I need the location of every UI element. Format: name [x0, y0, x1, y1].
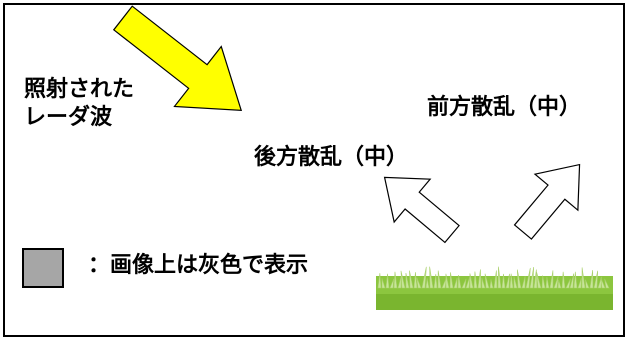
grass-blade — [416, 277, 422, 289]
grass-blade — [473, 271, 478, 289]
grass-blade — [453, 277, 458, 289]
grass-blade — [484, 273, 490, 289]
grass-blade — [481, 278, 486, 289]
grass-blade — [409, 270, 414, 289]
grass-blade — [569, 273, 575, 289]
grass-blade — [505, 273, 510, 289]
grass-blade — [521, 276, 526, 289]
grass-blade — [533, 269, 538, 289]
incident-arrow — [112, 5, 243, 111]
legend-label: ：画像上は灰色で表示 — [88, 253, 309, 278]
backscatter-label: 後方散乱（中） — [254, 145, 409, 170]
grass-blade — [437, 270, 442, 289]
grass-blade — [593, 270, 599, 289]
grass-blade — [497, 266, 502, 289]
grass-blade — [377, 273, 382, 289]
grass-blade — [389, 278, 395, 289]
grass-blade — [536, 272, 542, 289]
grass-blade — [393, 271, 398, 289]
grass-blade — [405, 272, 410, 289]
grass-image — [376, 266, 613, 310]
grass-blade — [577, 278, 582, 289]
legend-gray-swatch — [22, 248, 64, 288]
grass-blade — [513, 276, 518, 289]
grass-blade — [604, 278, 610, 289]
grass-blade — [509, 273, 514, 289]
incident-wave-label: 照射された レーダ波 — [24, 76, 134, 131]
grass-blade — [457, 275, 462, 289]
grass-blade — [465, 276, 471, 289]
grass-blade — [501, 273, 506, 289]
incident-wave-label-line1: 照射された — [24, 77, 135, 102]
grass-blade — [565, 278, 571, 289]
grass-blade — [553, 276, 559, 289]
grass-blade — [449, 272, 454, 289]
grass-blade — [525, 267, 531, 289]
grass-blade — [400, 270, 406, 289]
grass-blade — [445, 273, 450, 289]
grass-blade — [600, 277, 606, 289]
forward-scatter-arrow — [513, 163, 581, 240]
grass-blade — [489, 279, 494, 289]
grass-blade — [397, 275, 402, 289]
grass-blade — [549, 270, 554, 289]
grass-blade — [516, 269, 522, 289]
grass-blade — [529, 266, 534, 289]
grass-blade — [381, 278, 386, 289]
grass-blade — [413, 272, 418, 289]
grass-blade — [433, 274, 438, 289]
grass-blade — [573, 271, 578, 289]
grass-blade — [557, 279, 562, 289]
forward-scatter-label: 前方散乱（中） — [427, 95, 582, 120]
grass-blade — [469, 273, 474, 289]
grass-blade — [545, 276, 550, 289]
incident-wave-label-line2: レーダ波 — [24, 104, 113, 130]
grass-blade — [429, 266, 434, 289]
grass-blade — [385, 273, 390, 289]
grass-blade — [425, 278, 430, 289]
grass-blade — [589, 270, 594, 289]
grass-blade — [581, 267, 586, 289]
grass-blade — [493, 270, 498, 289]
grass-blade — [477, 269, 482, 289]
backscatter-arrow — [383, 176, 460, 244]
grass-blade — [561, 271, 566, 289]
grass-blade — [461, 278, 467, 289]
grass-blade — [541, 275, 546, 289]
grass-blade — [585, 279, 590, 289]
grass-blade — [421, 266, 427, 289]
